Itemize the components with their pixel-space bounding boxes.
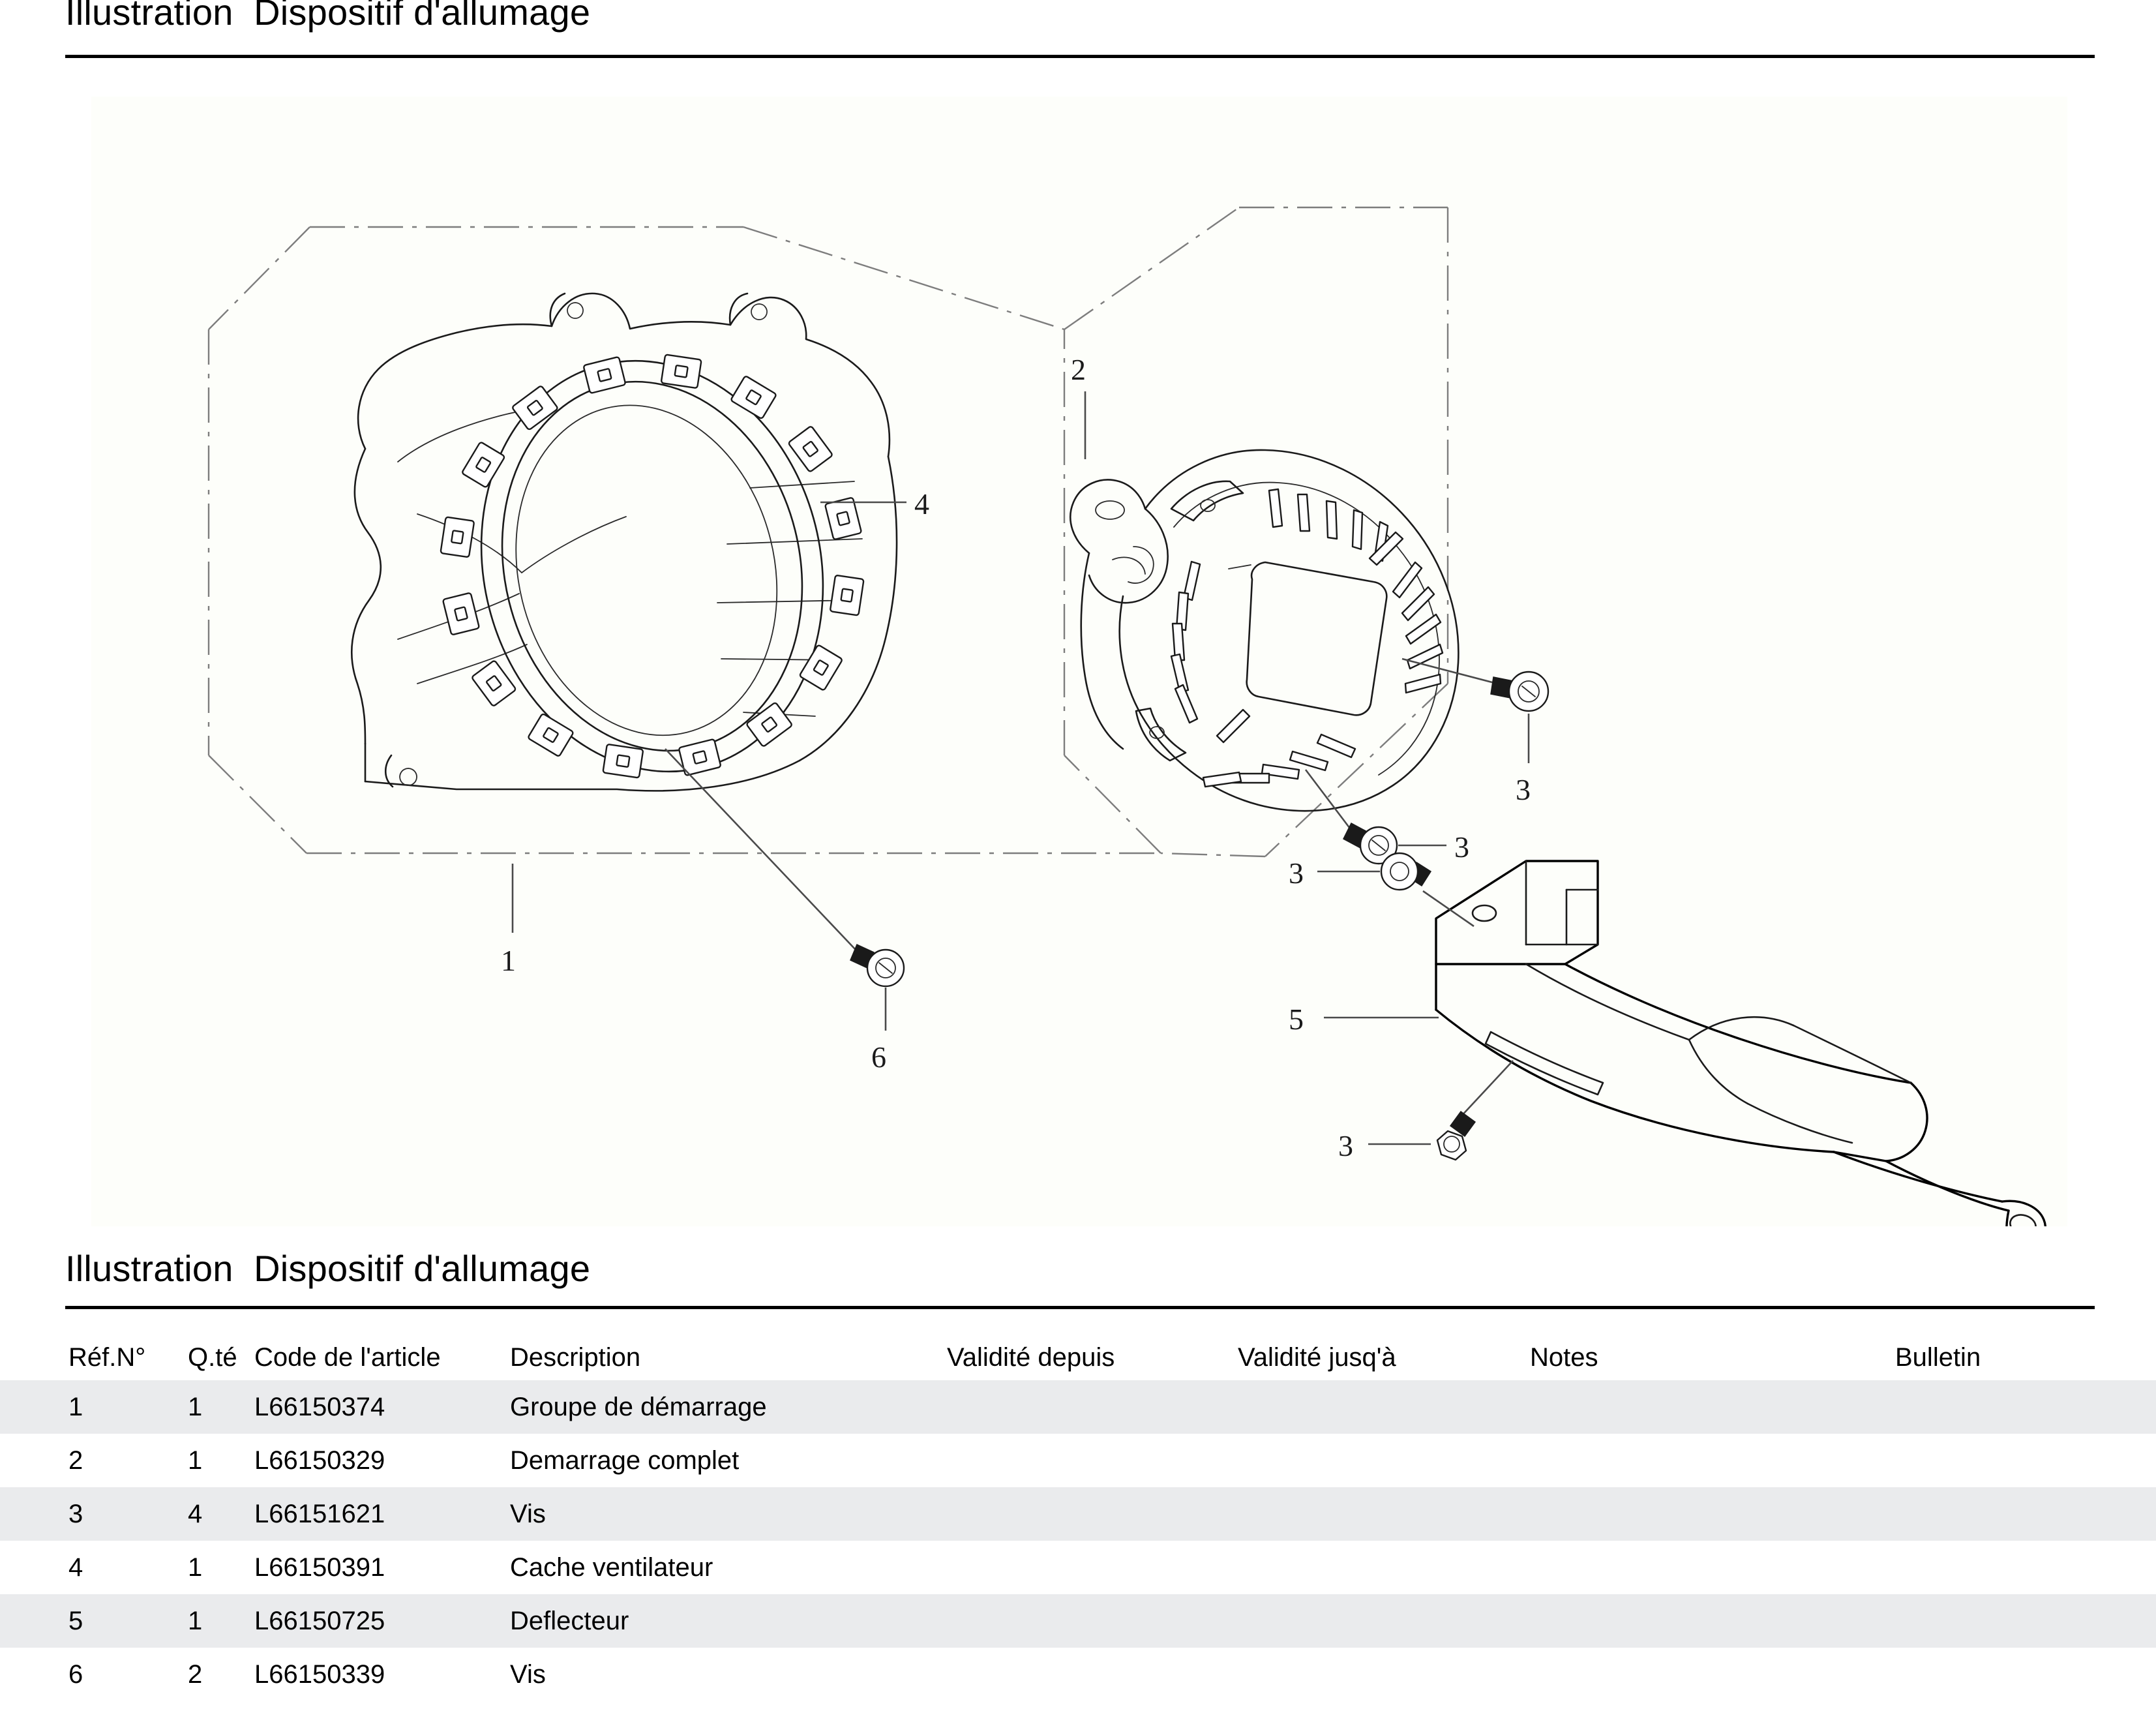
table-row[interactable]: 3 4 L66151621 Vis (0, 1487, 2156, 1541)
callout-5: 5 (1289, 1003, 1439, 1036)
screw-part-3-deflector-upper: 3 (1289, 852, 1475, 928)
callout-3-deflector-upper-label: 3 (1289, 856, 1304, 890)
cell-ref: 1 (68, 1393, 83, 1421)
callout-6-label: 6 (871, 1040, 886, 1074)
table-row[interactable]: 5 1 L66150725 Deflecteur (0, 1594, 2156, 1648)
callout-4: 4 (820, 487, 929, 521)
fan-shroud-part (351, 292, 898, 792)
cell-code: L66150725 (254, 1607, 385, 1635)
column-header-code: Code de l'article (254, 1343, 441, 1372)
page-title-middle: Illustration Dispositif d'allumage (65, 1248, 591, 1289)
column-header-ref: Réf.N° (68, 1343, 146, 1372)
page-title-top: Illustration Dispositif d'allumage (65, 0, 591, 33)
cell-qty: 1 (188, 1607, 203, 1635)
assembly-boundary-dashdot (207, 206, 1449, 858)
column-header-qty: Q.té (188, 1343, 237, 1372)
callout-1: 1 (501, 864, 516, 977)
cell-ref: 2 (68, 1446, 83, 1475)
callout-2-label: 2 (1071, 353, 1086, 386)
cell-description: Demarrage complet (510, 1446, 740, 1475)
callout-3-deflector-lower-label: 3 (1338, 1129, 1353, 1162)
table-header-row: Réf.N° Q.té Code de l'article Descriptio… (0, 1335, 2156, 1380)
callout-5-label: 5 (1289, 1003, 1304, 1036)
callout-1-label: 1 (501, 944, 516, 977)
column-header-notes: Notes (1530, 1343, 1598, 1372)
cell-ref: 4 (68, 1553, 83, 1582)
callout-3-lower-label: 3 (1454, 830, 1469, 864)
title-rule-middle (65, 1306, 2095, 1309)
cell-description: Cache ventilateur (510, 1553, 713, 1582)
cell-code: L66150391 (254, 1553, 385, 1582)
cell-qty: 1 (188, 1553, 203, 1582)
screw-part-3-deflector-lower: 3 (1338, 1060, 1514, 1162)
exploded-parts-diagram: 3 3 6 4 2 (207, 206, 2046, 1226)
cell-code: L66150329 (254, 1446, 385, 1475)
table-row[interactable]: 2 1 L66150329 Demarrage complet (0, 1434, 2156, 1487)
cell-code: L66151621 (254, 1500, 385, 1528)
table-row[interactable]: 6 2 L66150339 Vis (0, 1648, 2156, 1701)
cell-description: Vis (510, 1500, 546, 1528)
cell-code: L66150374 (254, 1393, 385, 1421)
illustration-panel: 3 3 6 4 2 (91, 97, 2067, 1226)
column-header-description: Description (510, 1343, 641, 1372)
deflector-part (1435, 860, 2046, 1226)
column-header-bulletin: Bulletin (1895, 1343, 1981, 1372)
cell-qty: 1 (188, 1393, 203, 1421)
cell-ref: 6 (68, 1660, 83, 1689)
column-header-valid-from: Validité depuis (947, 1343, 1115, 1372)
cell-qty: 1 (188, 1446, 203, 1475)
cell-description: Deflecteur (510, 1607, 629, 1635)
screw-part-6: 6 (665, 748, 905, 1074)
parts-table: Réf.N° Q.té Code de l'article Descriptio… (0, 1335, 2156, 1701)
callout-4-label: 4 (914, 487, 929, 521)
cell-qty: 4 (188, 1500, 203, 1528)
cell-description: Groupe de démarrage (510, 1393, 767, 1421)
screw-part-3-upper (1401, 658, 1550, 712)
screw-part-3-lower: 3 (1304, 769, 1469, 865)
table-row[interactable]: 4 1 L66150391 Cache ventilateur (0, 1541, 2156, 1594)
callout-3-upper-label: 3 (1516, 773, 1531, 806)
column-header-valid-to: Validité jusq'à (1238, 1343, 1396, 1372)
table-row[interactable]: 1 1 L66150374 Groupe de démarrage (0, 1380, 2156, 1434)
cell-code: L66150339 (254, 1660, 385, 1689)
cell-qty: 2 (188, 1660, 203, 1689)
cell-ref: 5 (68, 1607, 83, 1635)
callout-2: 2 (1071, 353, 1086, 459)
cell-ref: 3 (68, 1500, 83, 1528)
recoil-starter-part (1070, 449, 1460, 812)
callout-3-upper: 3 (1516, 714, 1531, 806)
cell-description: Vis (510, 1660, 546, 1689)
title-rule-top (65, 55, 2095, 58)
